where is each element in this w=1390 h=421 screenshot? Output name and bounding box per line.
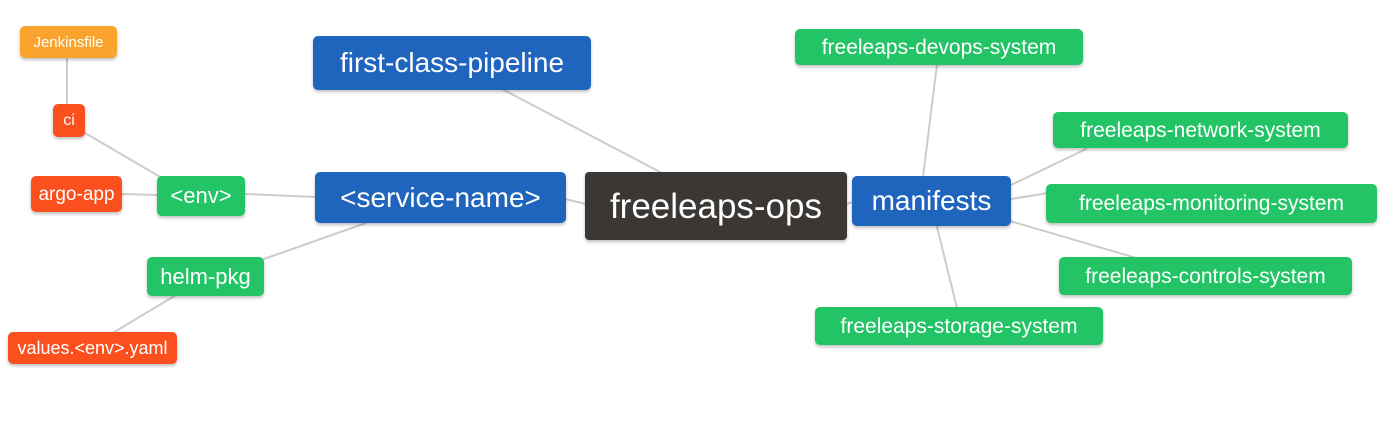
edge-manifests-devops bbox=[922, 63, 938, 178]
node-argo-app[interactable]: argo-app bbox=[31, 176, 122, 212]
node-freeleaps-network-system[interactable]: freeleaps-network-system bbox=[1053, 112, 1348, 148]
edge-service-name-root bbox=[564, 198, 587, 205]
edge-env-service-name bbox=[244, 193, 317, 198]
node-first-class-pipeline[interactable]: first-class-pipeline bbox=[313, 36, 591, 90]
node-service-name[interactable]: <service-name> bbox=[315, 172, 566, 223]
node-freeleaps-storage-system[interactable]: freeleaps-storage-system bbox=[815, 307, 1103, 345]
edge-argo-app-env bbox=[120, 193, 159, 196]
edge-pipeline-root bbox=[501, 88, 661, 173]
edge-manifests-monitoring bbox=[1010, 192, 1049, 200]
node-freeleaps-controls-system[interactable]: freeleaps-controls-system bbox=[1059, 257, 1352, 295]
edge-manifests-storage bbox=[936, 226, 958, 309]
node-env[interactable]: <env> bbox=[157, 176, 245, 216]
node-freeleaps-devops-system[interactable]: freeleaps-devops-system bbox=[795, 29, 1083, 65]
edge-root-manifests bbox=[845, 201, 854, 205]
node-jenkinsfile[interactable]: Jenkinsfile bbox=[20, 26, 117, 58]
edge-ci-env bbox=[84, 132, 163, 179]
edge-manifests-network bbox=[1010, 148, 1087, 186]
edge-manifests-controls bbox=[1009, 220, 1151, 263]
node-ci[interactable]: ci bbox=[53, 104, 85, 137]
node-freeleaps-monitoring-system[interactable]: freeleaps-monitoring-system bbox=[1046, 184, 1377, 223]
edge-helm-pkg-values bbox=[110, 294, 177, 335]
node-manifests[interactable]: manifests bbox=[852, 176, 1011, 226]
node-values-env-yaml[interactable]: values.<env>.yaml bbox=[8, 332, 177, 364]
node-freeleaps-ops-root[interactable]: freeleaps-ops bbox=[585, 172, 847, 240]
node-helm-pkg[interactable]: helm-pkg bbox=[147, 257, 264, 296]
edge-service-name-helm-pkg bbox=[263, 222, 367, 260]
